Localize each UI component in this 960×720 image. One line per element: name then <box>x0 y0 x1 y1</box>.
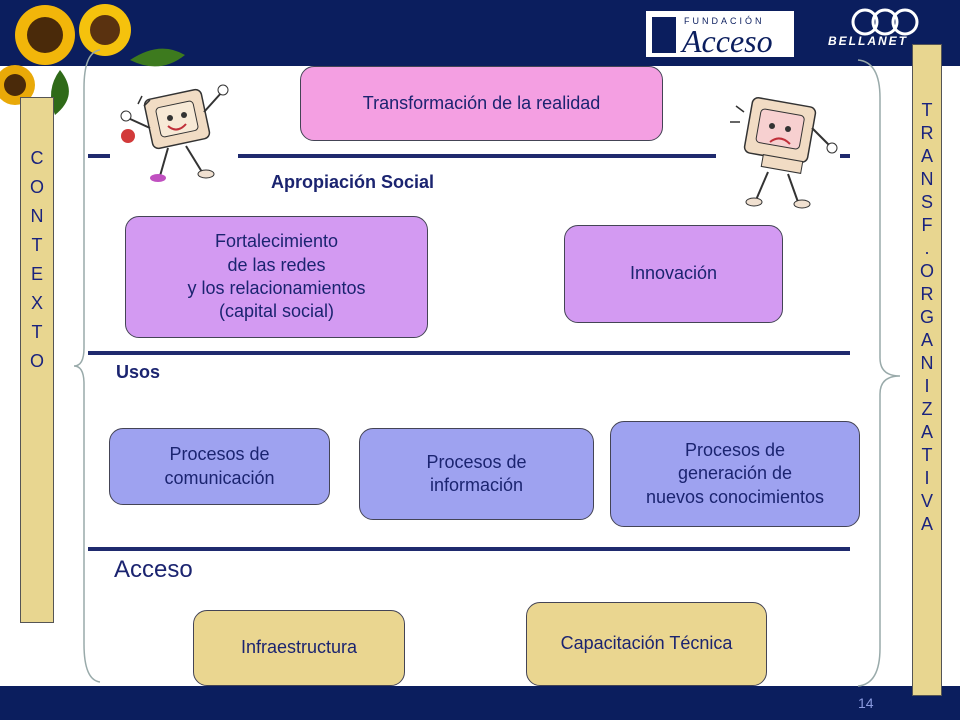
transf-letter: A <box>920 514 933 534</box>
contexto-box: C O N T E X T O <box>20 97 54 623</box>
innovacion-box: Innovación <box>564 225 783 323</box>
bottom-band <box>0 686 960 720</box>
apropiacion-social-label: Apropiación Social <box>271 172 435 192</box>
comunicacion-box: Procesos de comunicación <box>109 428 330 505</box>
acceso-logo-fundacion: FUNDACIÓN <box>684 16 765 26</box>
capacitacion-label: Capacitación Técnica <box>560 633 733 654</box>
right-brace <box>857 59 901 687</box>
transf-letter: R <box>920 284 934 304</box>
generacion-line: Procesos de <box>684 439 786 460</box>
transf-letter: . <box>924 238 930 258</box>
contexto-letter: T <box>31 322 43 342</box>
transf-letter: T <box>921 445 933 465</box>
fortalecimiento-line: Fortalecimiento <box>214 231 339 252</box>
divider-line <box>88 547 850 551</box>
informacion-line: información <box>429 475 524 495</box>
transformacion-label: Transformación de la realidad <box>362 92 601 113</box>
transf-letter: N <box>920 353 934 373</box>
divider-line <box>238 154 716 158</box>
page-number: 14 <box>858 695 874 711</box>
bellanet-logo: BELLANET <box>820 6 950 62</box>
transf-letter: A <box>920 146 933 166</box>
fortalecimiento-line: (capital social) <box>218 301 335 322</box>
bellanet-rings-icon <box>851 8 919 36</box>
contexto-letter: X <box>30 293 43 313</box>
transf-letter: I <box>924 468 930 488</box>
transf-organizativa-box: T R A N S F . O R G A N I Z A T I V A <box>912 44 942 696</box>
fortalecimiento-line: de las redes <box>227 254 326 275</box>
transf-letter: I <box>924 376 930 396</box>
transf-letter: Z <box>921 399 933 419</box>
contexto-letter: C <box>30 148 44 168</box>
divider-line <box>88 154 110 158</box>
infraestructura-box: Infraestructura <box>193 610 405 686</box>
informacion-line: Procesos de <box>426 451 527 472</box>
comunicacion-line: comunicación <box>164 467 275 488</box>
informacion-box: Procesos de información <box>359 428 594 520</box>
infraestructura-label: Infraestructura <box>240 637 358 658</box>
fortalecimiento-line: y los relacionamientos <box>187 278 366 298</box>
acceso-logo: FUNDACIÓN Acceso <box>645 10 795 59</box>
transf-letter: R <box>920 123 934 143</box>
happy-computer-mascot-icon <box>120 84 229 182</box>
sad-computer-mascot-icon <box>730 97 838 209</box>
transf-letter: A <box>920 330 933 350</box>
divider-line <box>840 154 850 158</box>
transf-letter: T <box>921 100 933 120</box>
transformacion-box: Transformación de la realidad <box>300 66 663 141</box>
transf-letter: V <box>920 491 933 511</box>
contexto-letter: T <box>31 235 43 255</box>
left-brace <box>73 49 101 683</box>
transf-letter: G <box>919 307 934 327</box>
transf-letter: N <box>920 169 934 189</box>
generacion-line: generación de <box>677 463 793 484</box>
comunicacion-line: Procesos de <box>169 444 270 465</box>
contexto-letter: O <box>29 177 44 197</box>
acceso-label: Acceso <box>114 556 193 583</box>
divider-line <box>88 351 850 355</box>
sunflower-image <box>0 4 185 115</box>
innovacion-label: Innovación <box>629 263 718 284</box>
contexto-letter: N <box>30 206 44 226</box>
contexto-letter: E <box>30 264 43 284</box>
transf-letter: A <box>920 422 933 442</box>
acceso-mark-icon <box>652 17 676 53</box>
transf-letter: S <box>920 192 933 212</box>
transf-letter: O <box>919 261 934 281</box>
capacitacion-box: Capacitación Técnica <box>526 602 767 686</box>
generacion-box: Procesos de generación de nuevos conocim… <box>610 421 860 527</box>
bellanet-logo-name: BELLANET <box>828 34 908 48</box>
fortalecimiento-box: Fortalecimiento de las redes y los relac… <box>125 216 428 338</box>
contexto-letter: O <box>29 351 44 371</box>
acceso-logo-name: Acceso <box>682 23 773 59</box>
usos-label: Usos <box>116 362 161 382</box>
generacion-line: nuevos conocimientos <box>645 486 825 507</box>
transf-letter: F <box>921 215 933 235</box>
